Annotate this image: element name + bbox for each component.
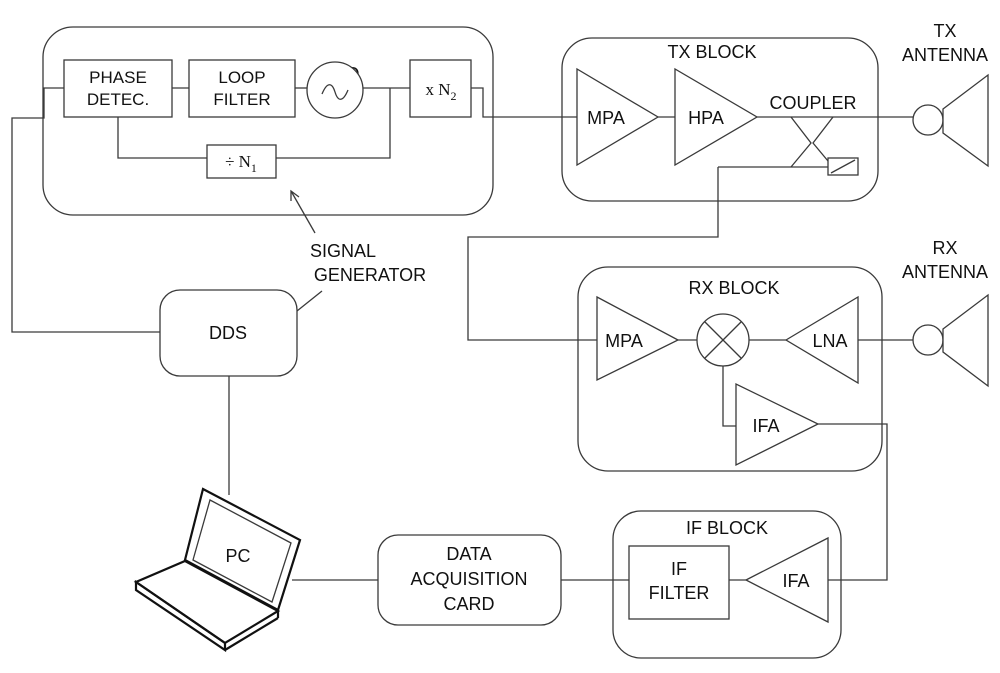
lna-label: LNA [812,331,847,351]
tx-block-group [561,37,879,202]
if-ifa-amplifier [744,536,829,624]
if-ifa-label: IFA [782,571,809,591]
pc-label: PC [225,546,250,566]
tx-antenna-label-1: TX [933,21,956,41]
signal-generator-label-1: SIGNAL [310,241,376,261]
phase-detector-box [63,59,173,118]
loop-filter-label-2: FILTER [213,90,270,109]
tx-hpa-label: HPA [688,108,724,128]
tx-hpa-amplifier [674,67,759,167]
if-block-title: IF BLOCK [686,518,768,538]
if-filter-label-2: FILTER [649,583,710,603]
laptop-hinge [224,617,279,651]
if-filter-label-1: IF [671,559,687,579]
rx-ifa-amplifier [735,382,820,467]
rx-antenna-label-1: RX [932,238,957,258]
tx-mpa-amplifier [576,67,660,167]
wire-coupler-to-rx-mpa [467,167,719,341]
coupler-cross-b [812,116,834,168]
signal-generator-group [42,26,494,216]
coupler-label: COUPLER [769,93,856,113]
mixer-cross-b [704,321,742,359]
daq-label-2: ACQUISITION [410,569,527,589]
laptop-icon [133,487,302,653]
daq-label-1: DATA [446,544,491,564]
rx-block-title: RX BLOCK [688,278,779,298]
wire-divider-to-pd [117,117,207,159]
pointer-arrow-to-group [290,190,316,234]
tx-block-title: TX BLOCK [667,42,756,62]
divider-label: ÷ N1 [225,152,257,175]
rx-antenna-feed [912,324,944,356]
rx-mpa-label: MPA [605,331,643,351]
wire-rx-ifa-to-if-ifa [818,423,888,581]
sine-wave-icon [321,84,349,100]
rx-ifa-label: IFA [752,416,779,436]
loop-filter-label-1: LOOP [218,68,265,87]
rx-antenna-label-2: ANTENNA [902,262,988,282]
laptop-screen-inner [192,499,292,603]
rx-antenna-horn [942,293,989,388]
daq-label-3: CARD [443,594,494,614]
tx-mpa-label: MPA [587,108,625,128]
divider-box [206,144,277,179]
phase-detector-label-2: DETEC. [87,90,149,109]
mixer-icon [696,313,750,367]
multiplier-label: x N2 [425,80,456,103]
pointer-arrow-to-group-head [290,189,300,201]
signal-generator-label-2: GENERATOR [314,265,426,285]
wire-mult-to-tx-mpa [471,87,577,118]
rx-mpa-amplifier [596,295,680,382]
coupler-cross-a [790,116,812,168]
if-block-group [612,510,842,659]
tx-antenna-feed [912,104,944,136]
tx-antenna-horn [942,73,989,168]
rx-horn-antenna-icon [912,293,989,388]
wire-dds-to-pd [11,87,160,333]
phase-detector-label-1: PHASE [89,68,147,87]
tx-antenna-label-2: ANTENNA [902,45,988,65]
rx-block-group [577,266,883,472]
coupler-termination-slash [830,159,856,174]
if-filter-box [628,545,730,620]
tx-horn-antenna-icon [912,73,989,168]
wire-vco-to-divider [276,88,391,159]
dds-label: DDS [209,323,247,343]
loop-filter-box [188,59,296,118]
wire-mixer-to-ifa [722,366,736,427]
